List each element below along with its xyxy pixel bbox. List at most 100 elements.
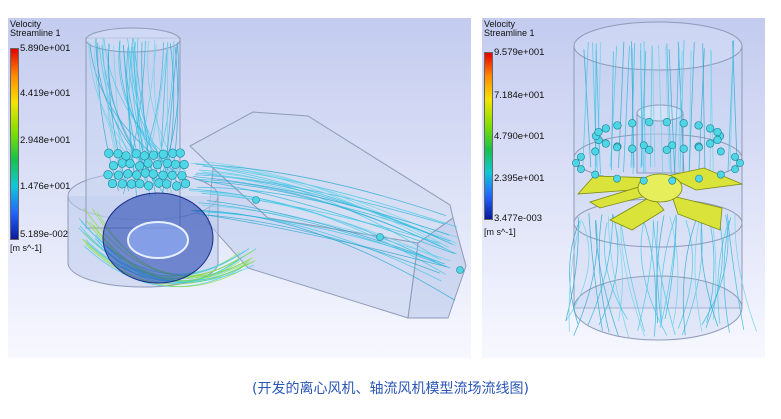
seed-point (668, 176, 677, 185)
legend-tick: 3.477e-003 (494, 213, 543, 224)
streamline (82, 238, 243, 288)
streamline (573, 220, 598, 336)
seed-point (143, 158, 153, 168)
streamline (89, 43, 178, 173)
streamline (583, 49, 592, 168)
seed-point (456, 266, 464, 274)
streamline (688, 50, 692, 173)
streamline (202, 165, 458, 228)
streamline (196, 163, 446, 216)
seed-point (131, 149, 141, 159)
seed-point (601, 124, 610, 133)
legend-unit: [m s^-1] (484, 227, 516, 237)
streamline (709, 51, 712, 172)
seed-point (706, 124, 715, 133)
streamline (677, 50, 683, 168)
streamline (192, 176, 450, 236)
velocity-legend: Velocity Streamline 1 9.579e+001 7.184e+… (484, 19, 544, 237)
legend-tick: 4.790e+001 (494, 131, 545, 142)
seed-points (572, 118, 744, 185)
streamline (97, 42, 119, 191)
streamline (607, 216, 629, 338)
streamline (681, 220, 703, 336)
streamlines (565, 40, 757, 338)
streamline (95, 38, 166, 188)
streamline (568, 218, 582, 332)
seed-point (121, 151, 131, 161)
axial-fan-streamline-image: Velocity Streamline 1 9.579e+001 7.184e+… (482, 18, 765, 358)
legend-tick: 5.189e-002 (20, 229, 69, 240)
seed-point (679, 144, 688, 153)
streamline (640, 213, 668, 336)
streamline (194, 162, 452, 253)
seed-point (736, 159, 744, 167)
legend-title: Velocity (10, 19, 42, 29)
streamline (158, 42, 180, 183)
streamline (194, 210, 444, 264)
streamline (726, 213, 745, 331)
streamline (207, 200, 445, 265)
streamline (202, 205, 450, 262)
streamline (666, 43, 672, 174)
streamline (106, 46, 121, 171)
streamline (623, 46, 630, 173)
seed-point (167, 170, 177, 180)
casing-top (573, 21, 743, 71)
streamline (569, 220, 580, 324)
seed-point (628, 144, 637, 153)
streamline (637, 219, 654, 331)
seed-point (731, 152, 739, 161)
seed-point (613, 121, 622, 130)
streamline (595, 50, 601, 175)
legend-tick: 5.890e+001 (20, 43, 71, 54)
streamline (582, 41, 589, 172)
streamline (201, 192, 440, 244)
seed-point (154, 178, 164, 188)
seed-point (662, 118, 671, 127)
streamline (653, 221, 676, 336)
seed-point (716, 147, 725, 156)
seed-point (148, 150, 159, 160)
seed-point (113, 170, 124, 180)
streamline (652, 46, 656, 167)
streamline (588, 213, 603, 331)
seed-point (123, 169, 133, 179)
streamline (643, 41, 646, 173)
velocity-legend: Velocity Streamline 1 5.890e+001 4.419e+… (10, 19, 70, 253)
streamline (732, 40, 738, 167)
legend-title: Velocity (484, 19, 516, 29)
streamline (204, 214, 440, 274)
streamline (694, 217, 703, 332)
streamline (717, 220, 730, 324)
seed-point (158, 170, 168, 180)
streamline (674, 47, 680, 174)
legend-tick: 2.395e+001 (494, 173, 545, 184)
streamline (612, 217, 623, 321)
seed-point (376, 233, 384, 241)
seed-point (162, 179, 172, 189)
streamline (734, 213, 757, 332)
seed-point (695, 174, 703, 183)
streamline (668, 49, 676, 174)
streamline (198, 202, 451, 269)
impeller-hub (127, 221, 189, 259)
streamline (565, 221, 590, 321)
streamline (191, 210, 456, 301)
seed-point (117, 179, 127, 189)
seed-point (180, 179, 191, 189)
streamline (664, 218, 677, 320)
seed-point (577, 152, 585, 161)
streamline (702, 43, 706, 176)
streamline (610, 51, 614, 171)
seed-point (104, 148, 114, 158)
seed-point (117, 158, 127, 168)
seed-point (175, 148, 185, 158)
legend-tick: 9.579e+001 (494, 47, 545, 58)
seed-point (613, 174, 621, 183)
legend-subtitle: Streamline 1 (484, 28, 535, 38)
streamline (669, 216, 679, 324)
seed-point (645, 145, 654, 154)
streamline (656, 215, 665, 324)
seed-point (148, 169, 158, 179)
seed-point (125, 158, 135, 169)
